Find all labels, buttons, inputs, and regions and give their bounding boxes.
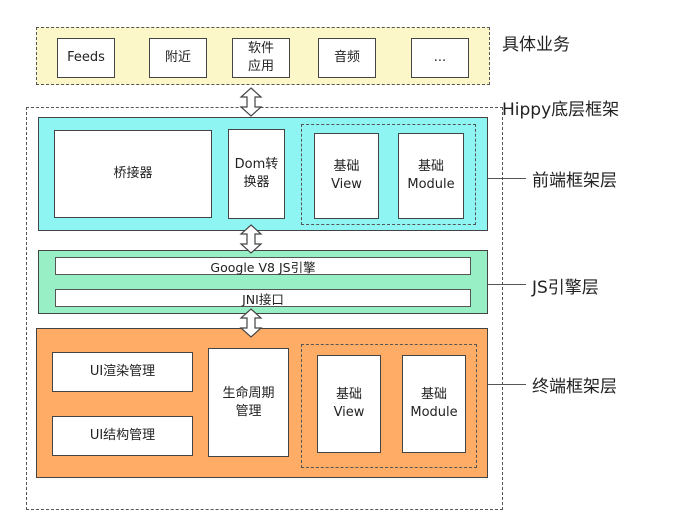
dom-converter-box[interactable]: Dom转 换器	[228, 129, 285, 219]
v8-engine-bar[interactable]: Google V8 JS引擎	[55, 257, 471, 275]
frontend-label-line	[488, 178, 526, 179]
jni-interface-bar[interactable]: JNI接口	[55, 289, 471, 307]
frontend-base-module-box[interactable]: 基础 Module	[398, 133, 464, 219]
framework-label: Hippy底层框架	[502, 100, 620, 120]
frontend-base-view-box[interactable]: 基础 View	[314, 133, 379, 219]
business-item-audio[interactable]: 音频	[318, 38, 376, 78]
business-item-nearby[interactable]: 附近	[149, 38, 207, 78]
native-base-module-box[interactable]: 基础 Module	[402, 355, 466, 453]
business-item-feeds[interactable]: Feeds	[57, 38, 115, 78]
js-label: JS引擎层	[532, 278, 599, 298]
business-item-more[interactable]: ...	[411, 38, 469, 78]
business-item-software[interactable]: 软件 应用	[232, 38, 290, 78]
js-label-line	[488, 284, 526, 285]
double-arrow-icon	[239, 224, 263, 254]
bridge-box[interactable]: 桥接器	[54, 130, 212, 218]
native-label: 终端框架层	[532, 377, 617, 397]
lifecycle-manager-box[interactable]: 生命周期 管理	[208, 348, 289, 457]
ui-structure-manager-box[interactable]: UI结构管理	[52, 416, 193, 456]
framework-container	[26, 107, 503, 510]
native-components-group	[301, 344, 477, 468]
native-base-view-box[interactable]: 基础 View	[317, 355, 381, 453]
native-label-line	[488, 384, 526, 385]
frontend-label: 前端框架层	[532, 171, 617, 191]
double-arrow-icon	[239, 308, 263, 338]
double-arrow-icon	[239, 87, 263, 117]
frontend-components-group	[301, 124, 476, 225]
business-label: 具体业务	[502, 35, 570, 55]
ui-render-manager-box[interactable]: UI渲染管理	[52, 352, 193, 392]
